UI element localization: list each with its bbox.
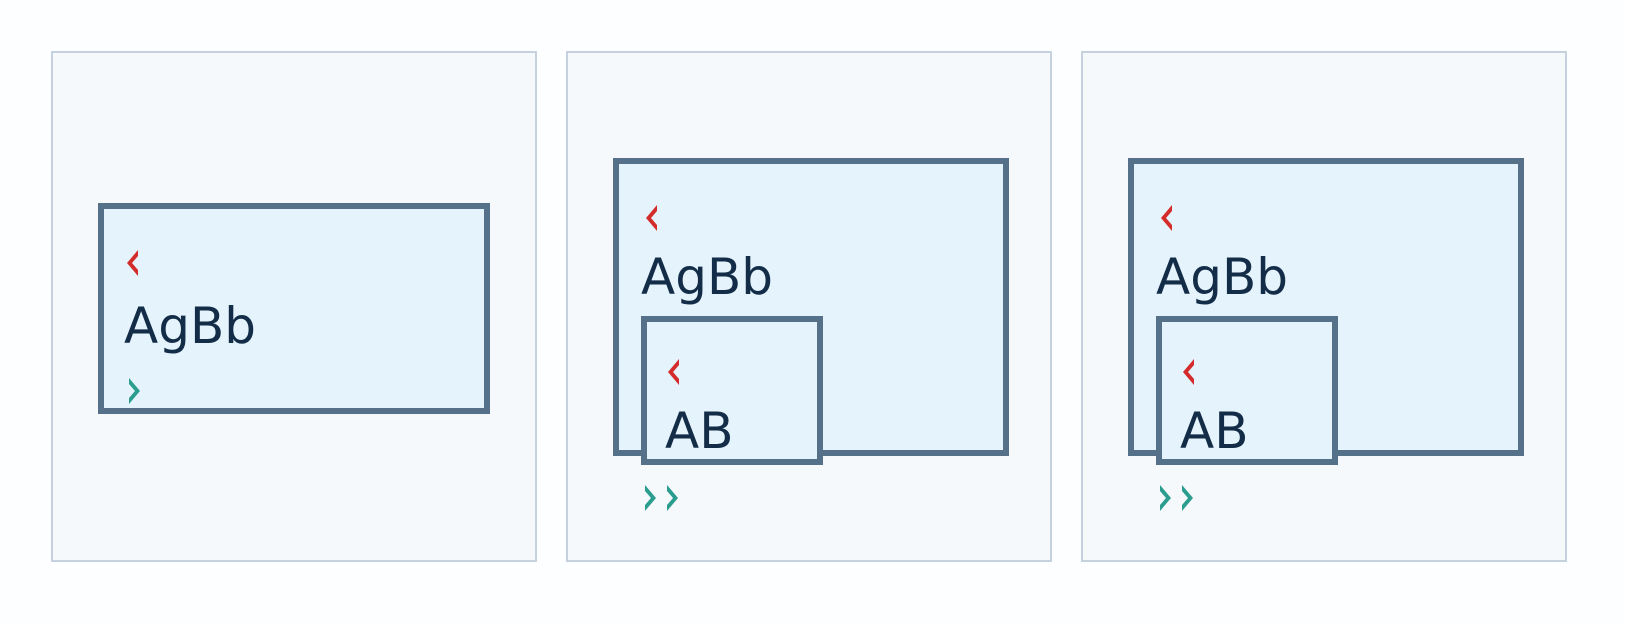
panel-1: AgBb <box>51 51 537 562</box>
teal-right-chevron-icon <box>642 484 660 512</box>
red-left-chevron-icon <box>1180 358 1198 386</box>
panel-2: AgBb AB <box>566 51 1052 562</box>
red-left-chevron-icon <box>1158 204 1176 232</box>
red-left-chevron-icon <box>643 204 661 232</box>
inner-box: AB <box>1156 316 1338 465</box>
teal-right-chevron-icon <box>1179 484 1197 512</box>
red-left-chevron-icon <box>124 249 142 277</box>
inner-box-text: AB <box>665 402 734 460</box>
outer-box-text: AgBb <box>124 297 256 355</box>
outer-box: AgBb <box>98 203 490 414</box>
outer-box-text: AgBb <box>1156 248 1288 306</box>
panel-3: AgBb AB <box>1081 51 1567 562</box>
red-left-chevron-icon <box>665 358 683 386</box>
outer-box-text: AgBb <box>641 248 773 306</box>
teal-right-chevron-icon <box>1157 484 1175 512</box>
inner-box: AB <box>641 316 823 465</box>
teal-right-chevron-icon <box>126 377 144 405</box>
inner-box-text: AB <box>1180 402 1249 460</box>
teal-right-chevron-icon <box>664 484 682 512</box>
